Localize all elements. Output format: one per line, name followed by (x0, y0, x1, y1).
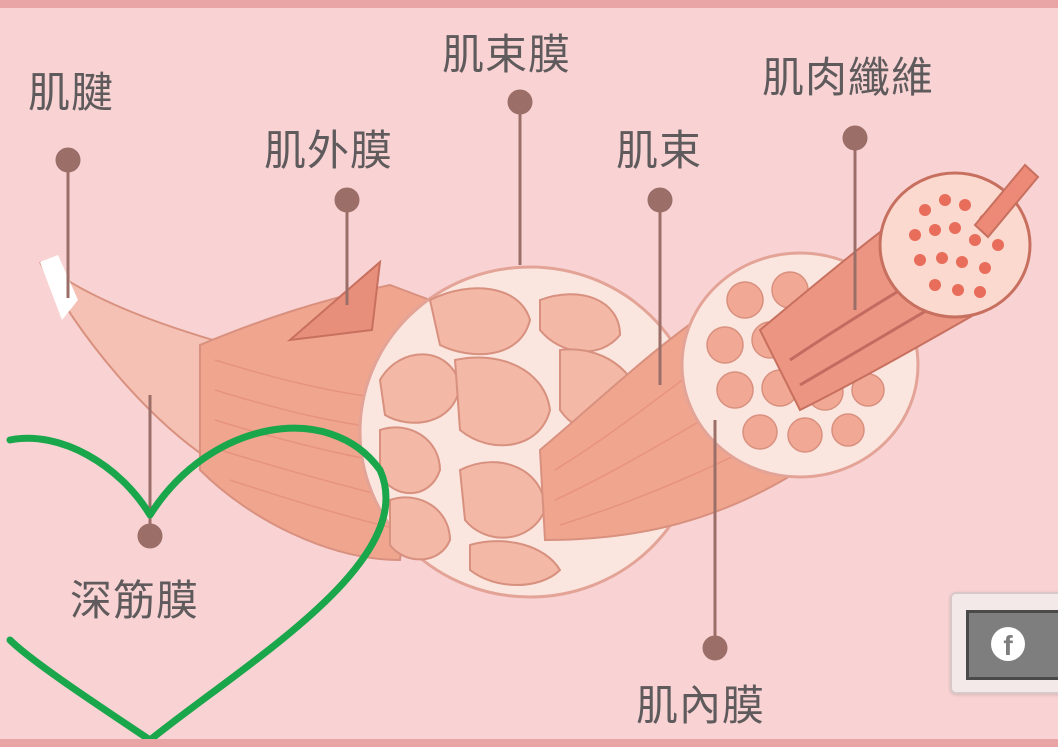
bottom-border (0, 739, 1058, 747)
epimysium-flap (290, 262, 380, 340)
deep-fascia-pointer (139, 525, 161, 547)
label-perimysium: 肌束膜 (442, 34, 571, 76)
label-fascicle: 肌束 (616, 130, 702, 172)
tendon-pointer (57, 149, 79, 171)
facebook-icon: f (991, 627, 1025, 661)
endomysium-pointer (704, 637, 726, 659)
label-epimysium: 肌外膜 (264, 130, 393, 172)
perimysium-pointer (509, 91, 531, 113)
epimysium-pointer (336, 189, 358, 211)
label-endomysium: 肌內膜 (636, 685, 765, 727)
fascicle-pointer (649, 189, 671, 211)
muscle-fiber-pointer (844, 127, 866, 149)
facebook-share-button[interactable]: f (966, 610, 1058, 680)
label-tendon: 肌腱 (28, 72, 114, 114)
label-deep-fascia: 深筋膜 (70, 580, 199, 622)
share-widget[interactable]: f (950, 592, 1058, 694)
label-muscle-fiber: 肌肉纖維 (762, 57, 934, 99)
